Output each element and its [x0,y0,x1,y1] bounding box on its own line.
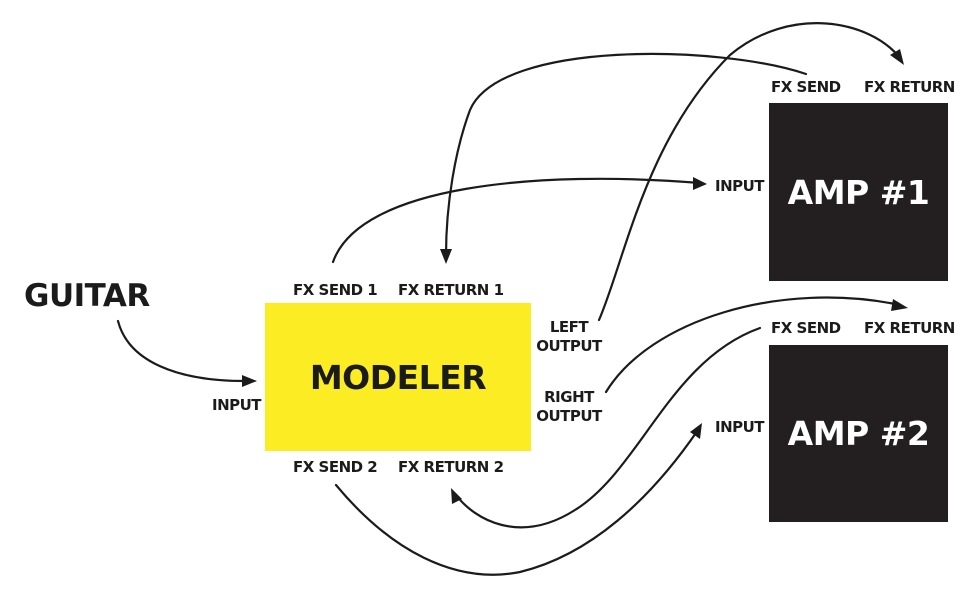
amp2-fx-send-to-fx-return-2-cable [454,326,762,529]
fx-send-1-to-amp1-input-cable [331,177,702,264]
modeler-title: MODELER [309,357,487,397]
left-output-to-amp1-fx-return-cable [597,22,902,322]
right-output-to-amp2-fx-return-arrowhead [891,299,908,311]
guitar-label: GUITAR [24,278,150,314]
amp2-input-label: INPUT [715,418,765,436]
left-output-to-amp1-fx-return-arrowhead [890,49,904,65]
guitar-to-modeler-input-arrowhead [242,375,257,387]
left-output-label: LEFT OUTPUT [536,318,602,355]
amp2-fx-return-label: FX RETURN [864,319,955,337]
amp1-input-label: INPUT [715,177,765,195]
fx-send-1-to-amp1-input-arrowhead [693,177,707,190]
fx-return-2-label: FX RETURN 2 [398,458,504,476]
fx-send-2-to-amp2-input-arrowhead [690,423,702,439]
modeler-block: MODELER [265,303,531,451]
amp1-title: AMP #1 [787,172,930,212]
amp2-title: AMP #2 [787,414,930,453]
guitar-to-modeler-input-cable [116,319,252,383]
amp2-fx-send-label: FX SEND [771,319,841,337]
amp2-block: AMP #2 [769,345,948,522]
fx-send-1-label: FX SEND 1 [293,281,378,299]
amp1-fx-return-label: FX RETURN [864,78,955,96]
fx-return-1-label: FX RETURN 1 [398,281,504,299]
right-output-to-amp2-fx-return-cable [604,296,902,394]
amp1-block: AMP #1 [769,103,948,281]
fx-send-2-to-amp2-input-cable [334,428,700,576]
modeler-input-label: INPUT [212,396,262,414]
right-output-label: RIGHT OUTPUT [536,388,602,425]
fx-send-2-label: FX SEND 2 [293,458,378,476]
amp1-fx-send-to-fx-return-1-cable [444,52,808,257]
amp2-fx-send-to-fx-return-2-arrowhead [451,488,462,504]
amp1-fx-send-label: FX SEND [771,78,841,96]
amp1-fx-send-to-fx-return-1-arrowhead [440,249,452,264]
